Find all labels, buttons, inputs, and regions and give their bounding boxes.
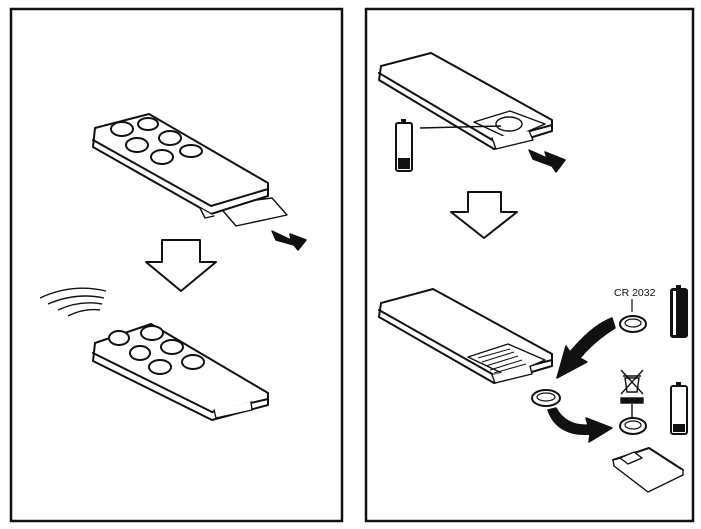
disposed-coin-cell-icon — [619, 417, 647, 435]
down-arrow-icon — [145, 239, 217, 292]
remote-button-5 — [148, 359, 172, 375]
cross-line-2 — [620, 369, 644, 395]
pull-arrow-icon — [271, 230, 307, 251]
left-panel — [9, 7, 344, 523]
remote-back-with-compartment — [378, 52, 566, 173]
battery-terminal — [401, 119, 406, 123]
remote-button-1 — [110, 121, 134, 137]
remote-buttons — [108, 325, 205, 375]
remote-button-3 — [129, 345, 151, 361]
remote-buttons — [110, 117, 203, 165]
remote-button-2 — [140, 325, 164, 341]
compartment-contacts — [477, 348, 527, 374]
coin-cell-top — [624, 318, 642, 328]
remote-button-1 — [108, 330, 130, 346]
cover-plate-edge — [612, 459, 684, 493]
insert-arrow-icon — [556, 317, 616, 379]
battery-empty-icon — [670, 382, 688, 435]
battery-level — [673, 424, 685, 432]
coin-cell-top — [624, 420, 642, 430]
slide-arrow-icon — [528, 149, 566, 173]
leader-line — [419, 125, 502, 129]
remote-edge — [92, 139, 269, 207]
compartment-lip — [491, 365, 533, 384]
cover-coin-slot — [495, 116, 523, 132]
remote-with-pull-tab — [92, 113, 307, 251]
battery-type-label: CR 2032 — [614, 287, 656, 299]
down-arrow-icon — [450, 191, 518, 239]
remote-button-4 — [160, 339, 184, 355]
battery-terminal — [676, 285, 681, 289]
right-panel: CR 2032 — [364, 7, 695, 523]
old-coin-cell-icon — [531, 389, 561, 407]
coin-cell-top — [536, 392, 556, 402]
remote-open-compartment — [378, 288, 553, 384]
remote-button-3 — [125, 137, 149, 153]
battery-low-icon — [395, 119, 413, 172]
signal-waves-icon — [39, 287, 107, 317]
battery-shell — [670, 385, 688, 435]
remote-end-slot — [199, 207, 215, 219]
remote-button-4 — [158, 130, 182, 146]
battery-level — [398, 158, 410, 169]
battery-cover-piece — [612, 447, 684, 493]
battery-terminal — [676, 382, 681, 386]
cover-tab — [619, 451, 643, 465]
remote-button-6 — [179, 144, 203, 158]
dispose-arrow-icon — [547, 407, 613, 443]
remote-ready — [92, 323, 269, 421]
bin-bar — [620, 397, 644, 404]
new-coin-cell-icon — [619, 315, 647, 333]
remote-button-6 — [181, 354, 205, 370]
remote-button-2 — [137, 117, 159, 131]
cover-lip — [491, 130, 534, 150]
battery-full-icon — [670, 285, 688, 338]
remote-button-5 — [150, 149, 174, 165]
remote-end-slot — [213, 401, 253, 419]
battery-highlight — [673, 291, 676, 335]
